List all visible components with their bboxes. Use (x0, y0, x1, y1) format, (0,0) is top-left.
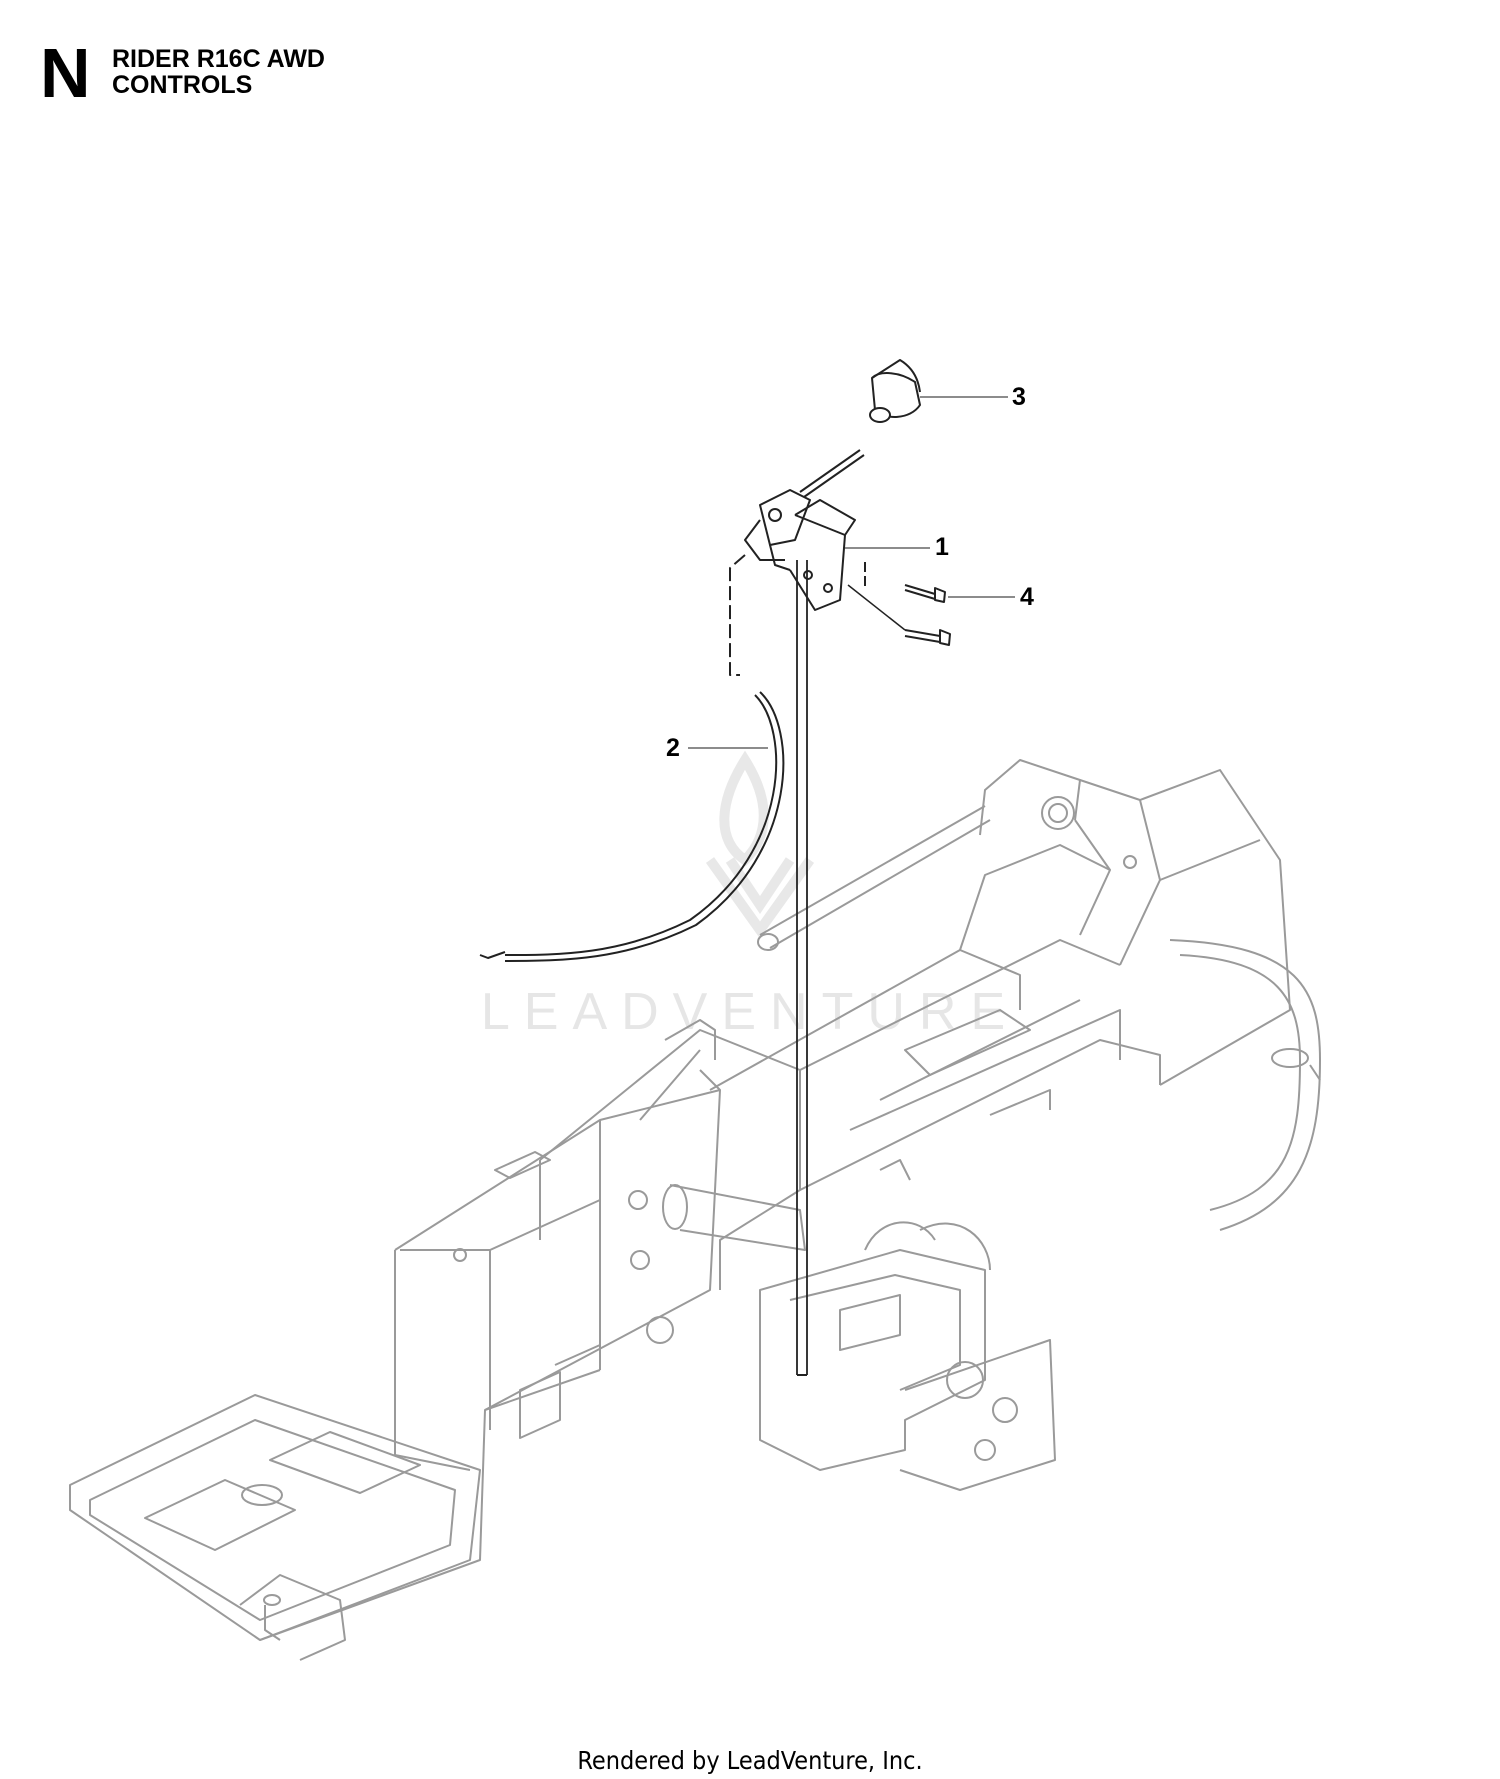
mower-frame (69, 759, 1321, 1661)
throttle-knob-part (869, 359, 921, 423)
throttle-cable-part (479, 691, 785, 962)
bolt-part (904, 584, 951, 646)
control-bracket-part (744, 489, 856, 611)
model-name: RIDER R16C AWD (112, 45, 325, 73)
group-name: CONTROLS (112, 71, 253, 99)
callout-1: 1 (935, 533, 949, 561)
footer-credit: Rendered by LeadVenture, Inc. (577, 1746, 923, 1775)
callout-4: 4 (1020, 583, 1034, 611)
watermark-logo-icon (705, 750, 815, 939)
section-letter: N (40, 34, 91, 112)
callout-2: 2 (666, 734, 680, 762)
callout-leaders (688, 396, 1015, 749)
diagram-title: RIDER R16C AWD CONTROLS (112, 46, 325, 98)
controls-assembly (479, 359, 951, 1376)
callout-3: 3 (1012, 383, 1026, 411)
